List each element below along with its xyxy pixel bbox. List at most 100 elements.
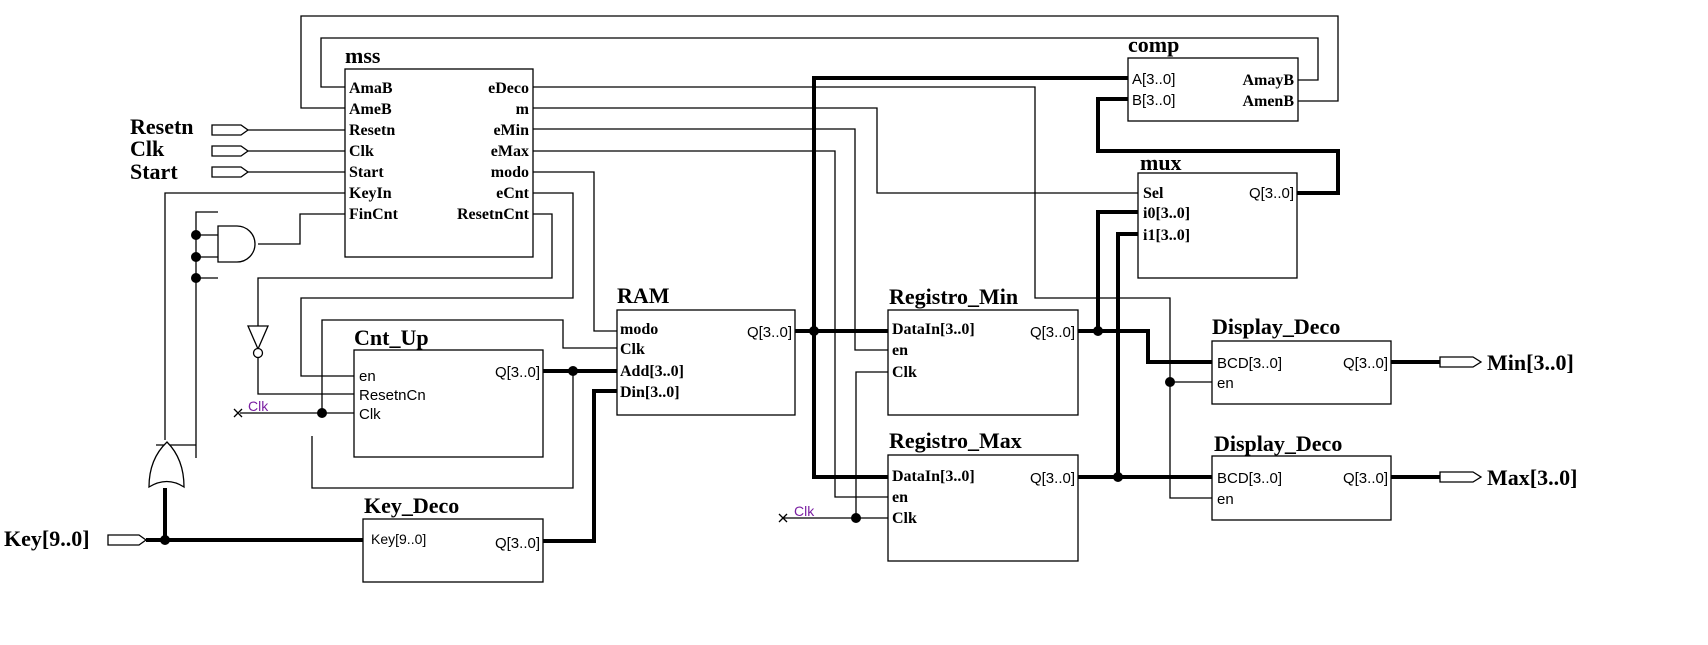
wire-emax bbox=[533, 150, 888, 498]
bus-regmin-q bbox=[1078, 210, 1212, 364]
pin-amayb: AmayB bbox=[1242, 72, 1294, 89]
clk-stub-label-cnt: Clk bbox=[248, 398, 269, 414]
junction bbox=[1113, 472, 1123, 482]
pin-clk: Clk bbox=[349, 143, 374, 160]
input-label-resetn: Resetn bbox=[130, 114, 194, 139]
clk-stub-label-reg: Clk bbox=[794, 503, 815, 519]
pin-i0: i0[3..0] bbox=[1143, 205, 1190, 222]
input-pin-key bbox=[107, 534, 148, 546]
input-label-key: Key[9..0] bbox=[4, 526, 90, 551]
pin-edeco: eDeco bbox=[488, 80, 529, 97]
junction bbox=[191, 252, 201, 262]
pin-keydeco-key: Key[9..0] bbox=[371, 531, 426, 547]
inverter bbox=[247, 325, 269, 359]
wire-cnt-clk bbox=[240, 319, 617, 414]
pin-mux-q: Q[3..0] bbox=[1249, 185, 1294, 202]
pin-fincnt: FinCnt bbox=[349, 206, 399, 223]
pin-regmin-clk: Clk bbox=[892, 364, 917, 381]
wire-disp-max-en bbox=[1169, 382, 1212, 499]
pin-cnt-clk: Clk bbox=[359, 406, 381, 423]
or-gate bbox=[148, 441, 185, 489]
pin-ameb: AmeB bbox=[349, 101, 392, 118]
block-title-mss: mss bbox=[345, 43, 381, 68]
wire-modo bbox=[533, 171, 617, 332]
block-title-ram: RAM bbox=[617, 283, 670, 308]
pin-sel: Sel bbox=[1143, 185, 1164, 202]
bus-mux-q bbox=[1096, 97, 1340, 195]
pin-keydeco-q: Q[3..0] bbox=[495, 535, 540, 552]
block-mss: mss AmaB AmeB Resetn Clk Start KeyIn Fin… bbox=[344, 43, 534, 258]
block-cnt-up: Cnt_Up en ResetnCn Clk Q[3..0] bbox=[353, 325, 544, 458]
pin-dispmax-en: en bbox=[1217, 491, 1234, 508]
block-title-registro-max: Registro_Max bbox=[889, 428, 1022, 453]
pin-regmax-q: Q[3..0] bbox=[1030, 470, 1075, 487]
pin-ram-add: Add[3..0] bbox=[620, 363, 684, 380]
wire-fincnt bbox=[258, 213, 345, 245]
block-display-deco-min: Display_Deco BCD[3..0] en Q[3..0] bbox=[1211, 314, 1392, 405]
clock-stubs: Clk Clk bbox=[233, 398, 815, 523]
pin-ram-din: Din[3..0] bbox=[620, 384, 680, 401]
pin-resetn: Resetn bbox=[349, 122, 395, 139]
input-pin-start bbox=[211, 166, 250, 178]
pin-cnt-resetncn: ResetnCn bbox=[359, 387, 426, 404]
io-pins bbox=[107, 124, 1483, 546]
block-key-deco: Key_Deco Key[9..0] Q[3..0] bbox=[362, 493, 544, 583]
junction bbox=[317, 408, 327, 418]
input-label-clk: Clk bbox=[130, 136, 165, 161]
junction bbox=[851, 513, 861, 523]
pin-ram-q: Q[3..0] bbox=[747, 324, 792, 341]
block-ram: RAM modo Clk Add[3..0] Din[3..0] Q[3..0] bbox=[616, 283, 796, 416]
pin-amab: AmaB bbox=[349, 80, 393, 97]
pin-amenb: AmenB bbox=[1242, 93, 1294, 110]
bus-ram-q bbox=[795, 76, 1128, 479]
block-title-display-deco-max: Display_Deco bbox=[1214, 431, 1342, 456]
pin-ecnt: eCnt bbox=[496, 185, 530, 202]
pin-ram-modo: modo bbox=[620, 321, 658, 338]
wire-amayb bbox=[320, 37, 1319, 88]
wire-cnt-fb bbox=[311, 371, 574, 489]
block-registro-max: Registro_Max DataIn[3..0] en Clk Q[3..0] bbox=[887, 428, 1079, 562]
block-title-registro-min: Registro_Min bbox=[889, 284, 1018, 309]
pin-cnt-en: en bbox=[359, 368, 376, 385]
input-pin-resetn bbox=[211, 124, 250, 136]
block-display-deco-max: Display_Deco BCD[3..0] en Q[3..0] bbox=[1211, 431, 1392, 521]
pin-dispmin-bcd: BCD[3..0] bbox=[1217, 355, 1282, 372]
pin-i1: i1[3..0] bbox=[1143, 227, 1190, 244]
wire-ecnt bbox=[300, 192, 574, 377]
bus-regmax-q bbox=[1078, 232, 1212, 479]
input-label-start: Start bbox=[130, 159, 178, 184]
wire-edeco bbox=[533, 86, 1171, 382]
output-label-max: Max[3..0] bbox=[1487, 465, 1577, 490]
wire-resetncnt bbox=[257, 213, 553, 326]
pin-keyin: KeyIn bbox=[349, 185, 392, 202]
junction bbox=[1093, 326, 1103, 336]
junction bbox=[160, 535, 170, 545]
block-title-cnt-up: Cnt_Up bbox=[354, 325, 429, 350]
pin-regmax-datain: DataIn[3..0] bbox=[892, 468, 975, 485]
pin-dispmax-bcd: BCD[3..0] bbox=[1217, 470, 1282, 487]
block-title-mux: mux bbox=[1140, 150, 1182, 175]
wire-reg-clk bbox=[784, 371, 888, 519]
pin-m: m bbox=[516, 101, 530, 118]
wire-and-inputs bbox=[195, 211, 218, 279]
pin-regmax-clk: Clk bbox=[892, 510, 917, 527]
output-pin-min bbox=[1439, 356, 1483, 368]
wire-or-in bbox=[156, 278, 197, 458]
pin-emax: eMax bbox=[491, 143, 529, 160]
wire-keyin bbox=[164, 192, 345, 440]
block-registro-min: Registro_Min DataIn[3..0] en Clk Q[3..0] bbox=[887, 284, 1079, 416]
block-title-display-deco-min: Display_Deco bbox=[1212, 314, 1340, 339]
thin-wires bbox=[156, 15, 1339, 519]
wire-emin bbox=[533, 128, 888, 351]
wire-amenb bbox=[300, 15, 1339, 109]
block-mux: mux Sel i0[3..0] i1[3..0] Q[3..0] bbox=[1137, 150, 1298, 279]
pin-resetncnt: ResetnCnt bbox=[457, 206, 530, 223]
wire-m bbox=[533, 107, 1138, 194]
block-title-key-deco: Key_Deco bbox=[364, 493, 459, 518]
pin-ram-clk: Clk bbox=[620, 341, 645, 358]
pin-regmin-datain: DataIn[3..0] bbox=[892, 321, 975, 338]
pin-regmin-en: en bbox=[892, 342, 908, 359]
block-comp: comp A[3..0] B[3..0] AmayB AmenB bbox=[1127, 32, 1299, 122]
bus-key bbox=[146, 488, 363, 542]
